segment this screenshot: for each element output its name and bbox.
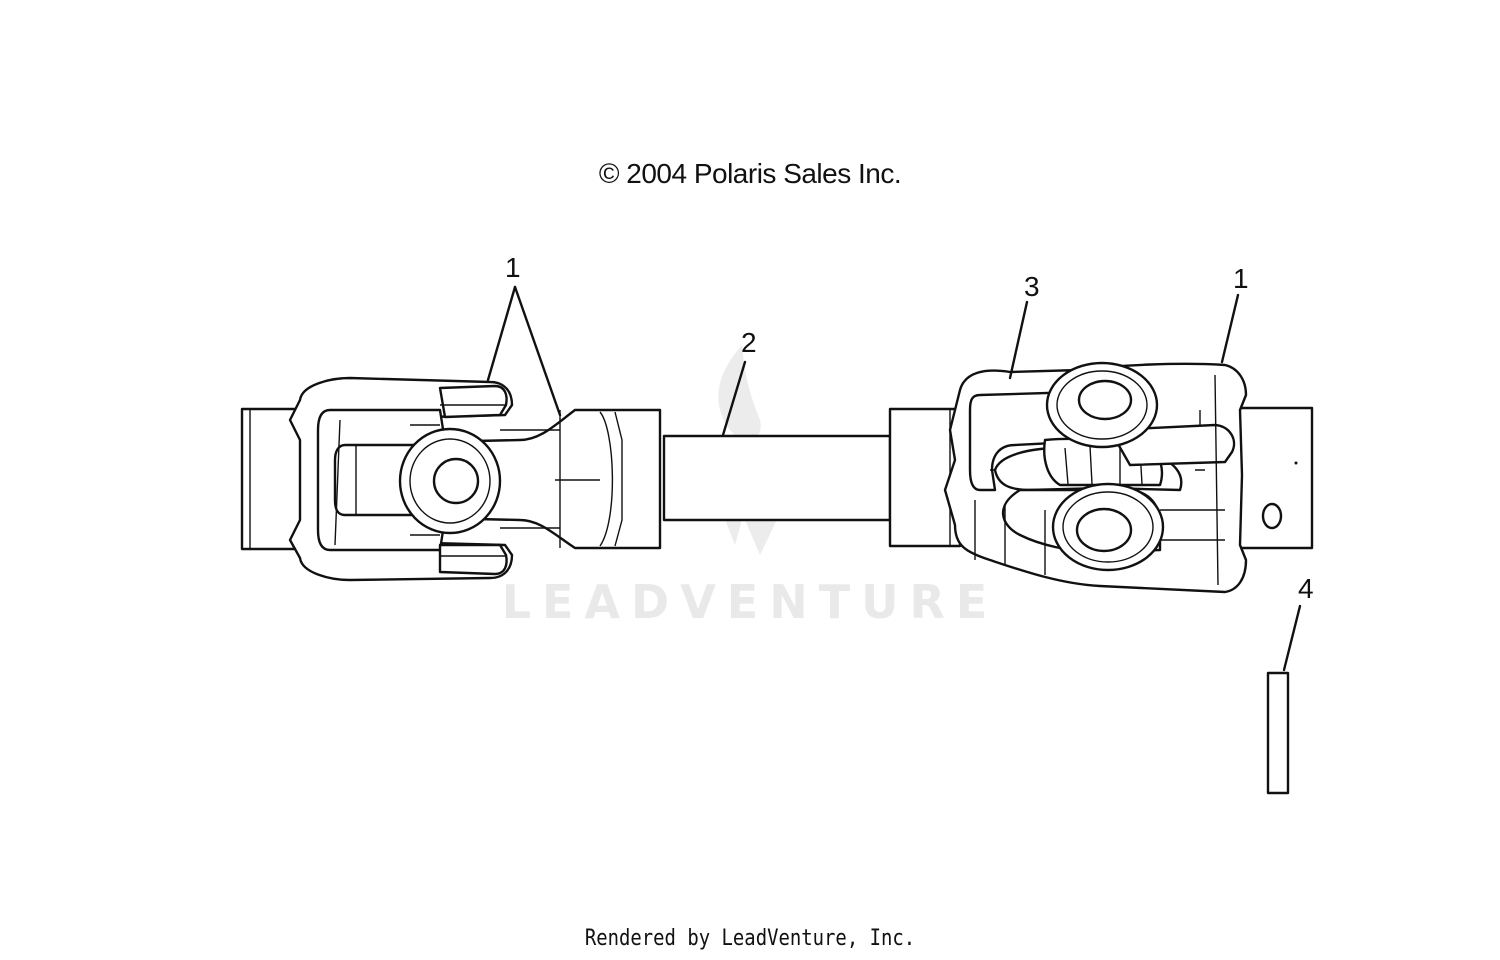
callout-4: 4 (1298, 573, 1314, 604)
callout-1-right: 1 (1233, 263, 1249, 294)
callout-3: 3 (1024, 271, 1040, 302)
watermark-text: LEADVENTURE (501, 575, 999, 629)
right-u-joint-assembly (888, 361, 1314, 594)
callout-leaders (486, 285, 1302, 672)
callout-2: 2 (741, 327, 757, 358)
roll-pin-part (1266, 671, 1290, 795)
shaft-tube (662, 434, 892, 522)
copyright-text: © 2004 Polaris Sales Inc. (598, 158, 902, 189)
callout-1-left: 1 (505, 252, 521, 283)
left-u-joint-assembly (240, 376, 662, 582)
footer-credit: Rendered by LeadVenture, Inc. (584, 926, 916, 951)
